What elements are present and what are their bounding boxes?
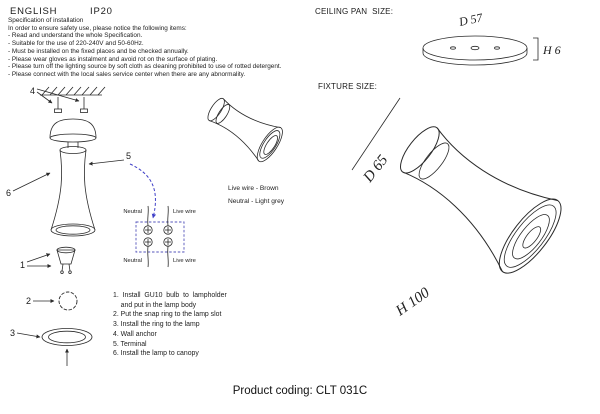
snap-ring-drawing <box>58 291 78 311</box>
terminal-label-live-bottom: Live wire <box>173 258 196 264</box>
product-coding: Product coding: CLT 031C <box>232 385 368 397</box>
leader-line-6 <box>12 172 51 192</box>
ceiling-hatch <box>40 86 106 96</box>
live-wire-note: Live wire - Brown <box>228 185 279 192</box>
spec-title: Specification of installation <box>8 17 84 24</box>
wire-colour-notes: Live wire - Brown Neutral - Light grey <box>228 182 284 208</box>
ceiling-pan-size-label: CEILING PAN SIZE: <box>315 7 394 16</box>
leader-line-5 <box>88 159 125 166</box>
terminal-label-neutral-bottom: Neutral <box>123 258 142 264</box>
fixture-diagram: D 65 H 100 <box>351 97 562 320</box>
wall-anchor-screws <box>54 97 88 113</box>
canopy-drawing <box>49 118 97 148</box>
step-line: 4. Wall anchor <box>113 330 157 338</box>
step-line: 3. Install the ring to the lamp <box>113 321 200 329</box>
terminal-label-live-top: Live wire <box>173 209 196 215</box>
gu10-bulb-drawing <box>56 246 76 274</box>
terminal-label-neutral-top: Neutral <box>123 209 142 215</box>
spec-item: - Please turn off the lighting source by… <box>8 63 282 71</box>
step-line: 2. Put the snap ring to the lamp slot <box>113 311 222 319</box>
step-line: and put in the lamp body <box>113 301 197 309</box>
fixture-diameter-label: D 65 <box>360 152 392 186</box>
fixture-height-label: H 100 <box>392 285 433 320</box>
height-bracket <box>533 37 539 61</box>
leader-line-1a <box>26 253 51 263</box>
fixture-drawing <box>400 126 562 274</box>
step-line: 5. Terminal <box>113 340 147 348</box>
spec-item: - Please wear gloves as instalment and a… <box>8 55 218 63</box>
part-number-1: 1 <box>20 260 25 270</box>
lamp-drawing <box>207 97 283 163</box>
exploded-diagram: 4 6 5 <box>6 86 196 366</box>
trim-ring-drawing <box>41 328 93 346</box>
fixture-size-label: FIXTURE SIZE: <box>318 82 378 91</box>
leader-line-4b <box>36 88 80 102</box>
step-line: 1. Install GU10 bulb to lampholder <box>113 292 227 299</box>
language-label: ENGLISH <box>10 6 58 17</box>
ceiling-pan-diagram: D 57 H 6 <box>422 12 561 66</box>
installation-steps: 1. Install GU10 bulb to lampholder and p… <box>113 291 227 359</box>
step-line: 6. Install the lamp to canopy <box>113 350 199 358</box>
terminal-pointer-arrow <box>129 163 157 219</box>
pan-height-label: H 6 <box>542 43 561 57</box>
spec-item: - Suitable for the use of 220-240V and 5… <box>8 40 144 48</box>
specification-block: Specification of installation In order t… <box>8 17 281 79</box>
spec-item: - Please connect with the local sales se… <box>8 70 246 78</box>
ip-rating-label: IP20 <box>90 6 113 17</box>
dimension-leader-line <box>351 97 401 171</box>
terminal-block <box>135 205 185 268</box>
spec-item: - Must be installed on the fixed places … <box>8 47 189 55</box>
part-number-4: 4 <box>30 86 35 96</box>
lamp-illustration <box>207 97 283 163</box>
part-number-6: 6 <box>6 188 11 198</box>
lamp-body-drawing <box>50 146 96 237</box>
leader-line-3 <box>16 332 41 339</box>
part-number-5: 5 <box>126 151 131 161</box>
pan-diameter-label: D 57 <box>457 12 485 29</box>
spec-item: - Read and understand the whole Specific… <box>8 32 143 40</box>
part-number-3: 3 <box>10 328 15 338</box>
ceiling-pan-drawing <box>422 35 539 66</box>
leader-line-4a <box>36 91 53 104</box>
part-number-2: 2 <box>26 296 31 306</box>
neutral-wire-note: Neutral - Light grey <box>228 198 285 205</box>
spec-intro: In order to ensure safety use, please no… <box>8 24 187 32</box>
